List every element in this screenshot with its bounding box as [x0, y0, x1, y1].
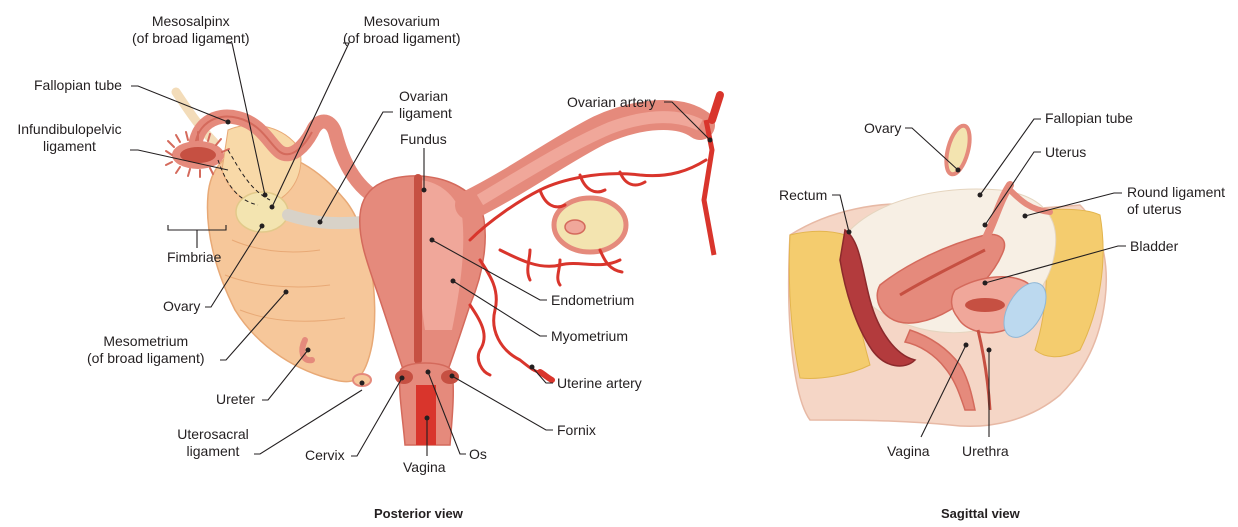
- label-uterine-artery: Uterine artery: [557, 375, 642, 392]
- label-vagina: Vagina: [403, 459, 446, 476]
- label-os: Os: [469, 446, 487, 463]
- label-sagittal-vagina: Vagina: [887, 443, 930, 460]
- caption-posterior-view: Posterior view: [374, 506, 463, 521]
- label-sagittal-rectum: Rectum: [779, 187, 827, 204]
- label-infundibulopelvic-ligament: Infundibulopelvic ligament: [9, 121, 130, 155]
- label-sagittal-uterus: Uterus: [1045, 144, 1086, 161]
- label-ovarian-ligament: Ovarian ligament: [399, 88, 452, 122]
- caption-sagittal-view: Sagittal view: [941, 506, 1020, 521]
- label-fimbriae: Fimbriae: [167, 249, 221, 266]
- label-sagittal-ovary: Ovary: [864, 120, 901, 137]
- label-endometrium: Endometrium: [551, 292, 634, 309]
- label-sagittal-urethra: Urethra: [962, 443, 1009, 460]
- label-fundus: Fundus: [400, 131, 447, 148]
- label-ovary: Ovary: [163, 298, 200, 315]
- label-uterosacral-ligament: Uterosacral ligament: [172, 426, 254, 460]
- label-ovarian-artery: Ovarian artery: [567, 94, 656, 111]
- label-sagittal-round-ligament: Round ligament of uterus: [1127, 184, 1225, 218]
- label-mesometrium: Mesometrium (of broad ligament): [87, 333, 205, 367]
- label-sagittal-bladder: Bladder: [1130, 238, 1178, 255]
- label-cervix: Cervix: [305, 447, 345, 464]
- label-ureter: Ureter: [216, 391, 255, 408]
- label-fornix: Fornix: [557, 422, 596, 439]
- label-fallopian-tube: Fallopian tube: [34, 77, 122, 94]
- label-mesovarium: Mesovarium (of broad ligament): [343, 13, 461, 47]
- sagittal-view-drawing: [789, 123, 1107, 426]
- label-myometrium: Myometrium: [551, 328, 628, 345]
- label-sagittal-fallopian-tube: Fallopian tube: [1045, 110, 1133, 127]
- label-mesosalpinx: Mesosalpinx (of broad ligament): [132, 13, 250, 47]
